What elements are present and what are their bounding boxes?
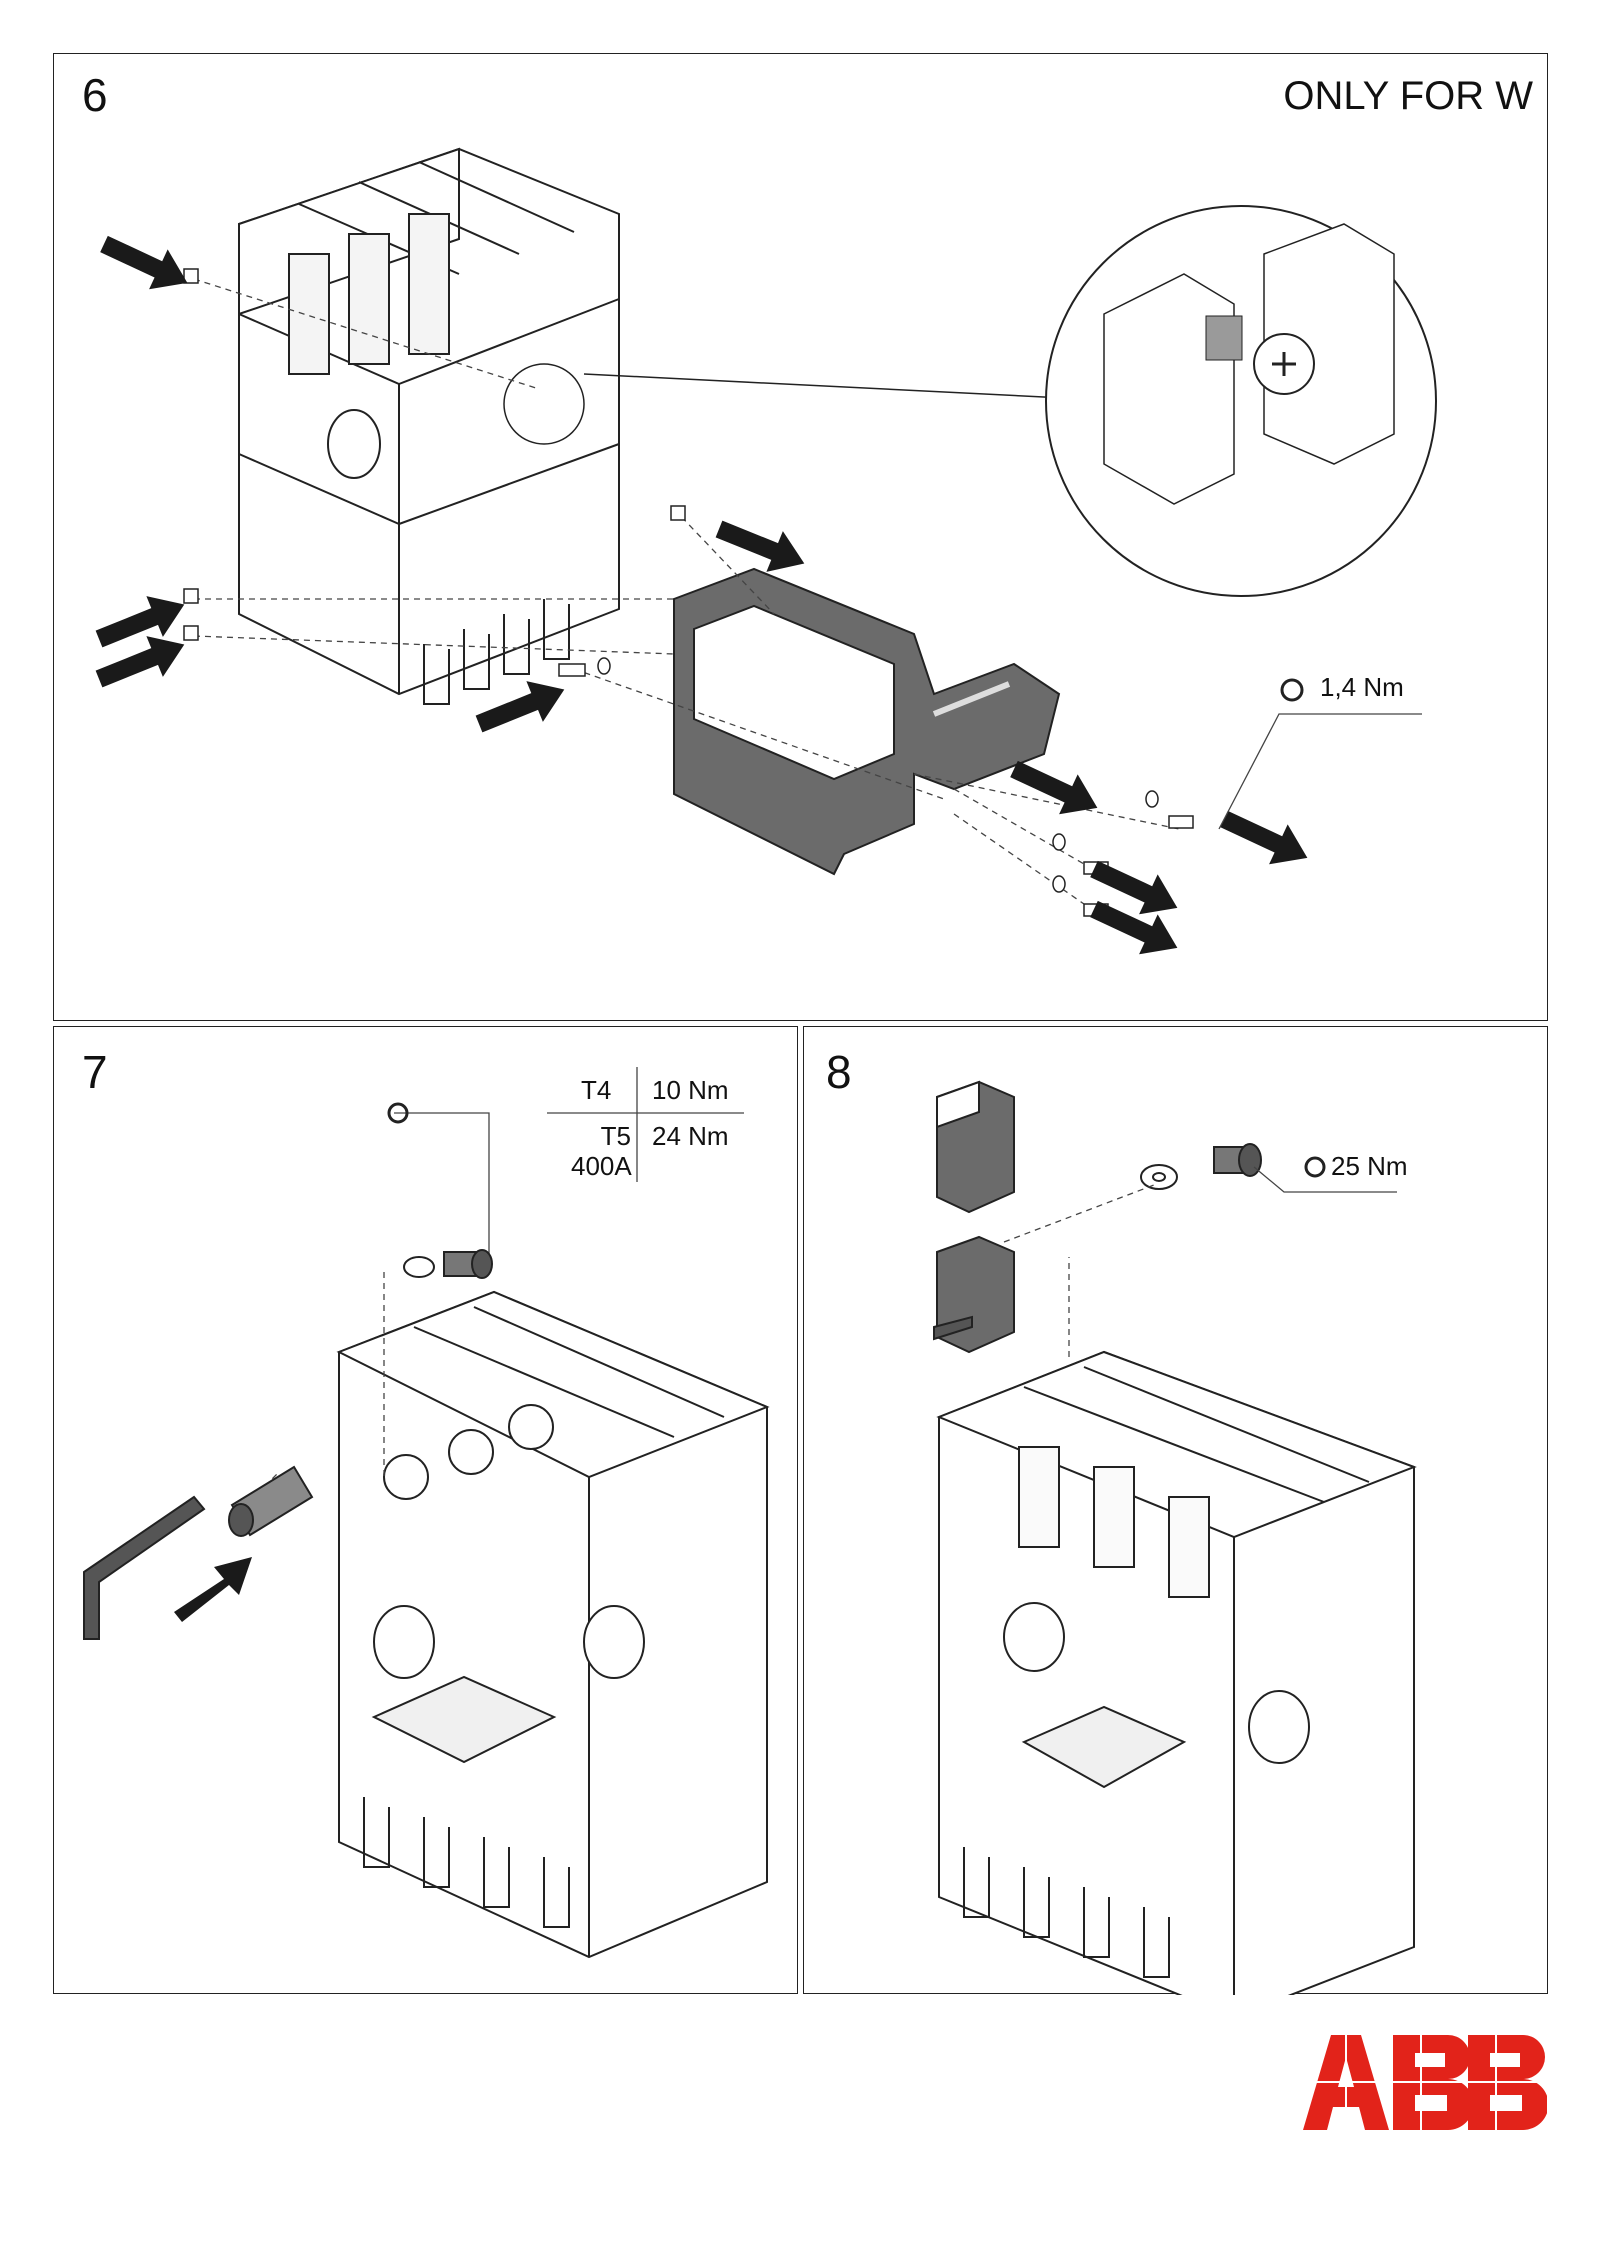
circuit-breaker-drawing [936, 1350, 1417, 1995]
panel-8-illustration [933, 1080, 1417, 1995]
step-arrow-icon [174, 1557, 252, 1622]
allen-key-icon [83, 1495, 206, 1640]
torque-icon [1280, 678, 1304, 702]
panel-8: 8 [803, 1026, 1548, 1995]
torque-table-row-t4-value: 10 Nm [652, 1075, 729, 1105]
terminal-cover-parts [933, 1080, 1015, 1354]
circuit-breaker-drawing [336, 1290, 770, 1959]
abb-logo-graphic [1303, 2035, 1547, 2130]
circuit-breaker-drawing [238, 147, 620, 705]
torque-table-row-t4-model: T4 [581, 1075, 612, 1105]
panel-7: 7 [53, 1026, 798, 1994]
only-for-w-note: ONLY FOR W [1283, 74, 1533, 118]
torque-label-panel-6: 1,4 Nm [1320, 672, 1404, 702]
sleeve-part [228, 1465, 314, 1537]
torque-table-row-t5-model: T5 400A [571, 1121, 632, 1181]
torque-table-row-t5-value: 24 Nm [652, 1121, 729, 1151]
panel-6-number: 6 [82, 69, 108, 121]
abb-logo [1303, 2035, 1547, 2130]
panel-7-number: 7 [82, 1046, 108, 1098]
torque-label-panel-8: 25 Nm [1331, 1151, 1408, 1181]
panel-7-illustration [83, 1067, 770, 1959]
panel-6-illustration [90, 147, 1437, 968]
panel-6: 6 ONLY FOR W [53, 53, 1548, 1021]
panel-8-number: 8 [826, 1046, 852, 1098]
carrier-bracket [673, 567, 1061, 876]
detail-zoom-circle [1045, 205, 1437, 597]
torque-icon [387, 1102, 409, 1124]
torque-icon [1304, 1156, 1326, 1178]
